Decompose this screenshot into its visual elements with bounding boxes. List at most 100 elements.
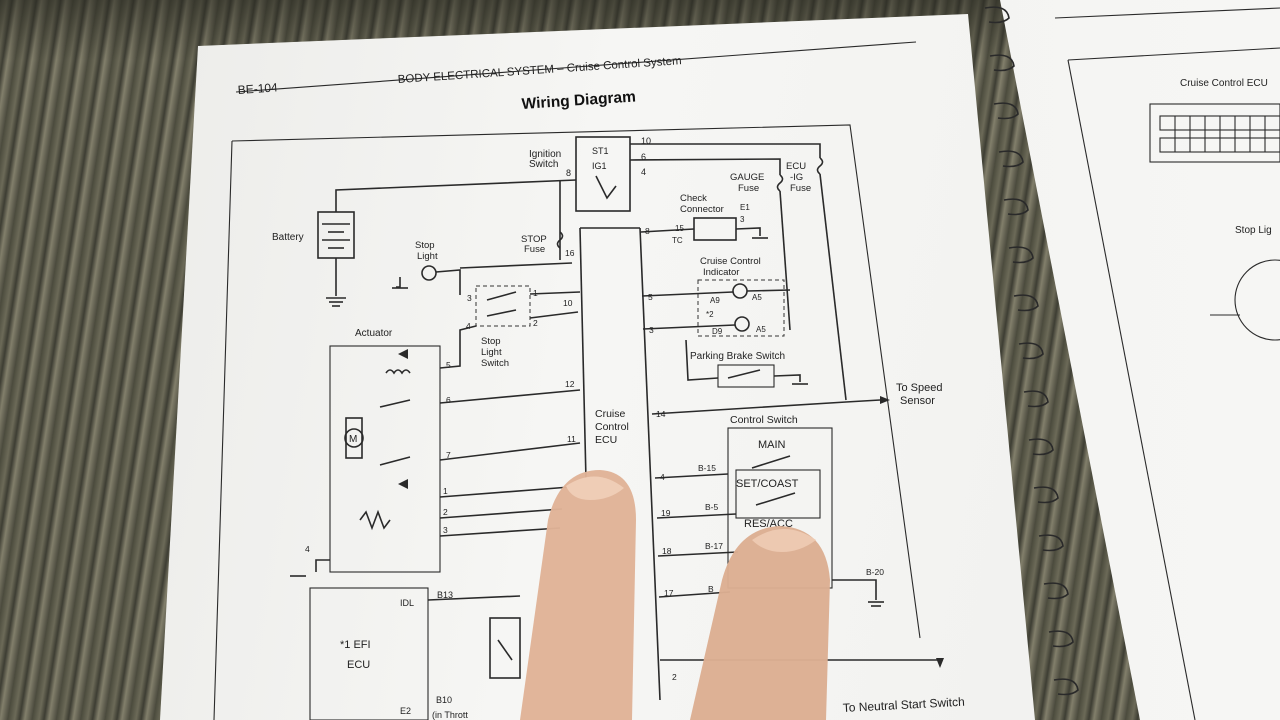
connector-pin-grid xyxy=(1159,115,1280,153)
svg-text:Light: Light xyxy=(417,251,438,262)
svg-text:5: 5 xyxy=(446,360,451,370)
indicator-bulb-a xyxy=(732,283,748,299)
svg-text:2: 2 xyxy=(672,672,677,682)
diagram-frame-left xyxy=(213,140,233,720)
ignition-pin-4: 4 xyxy=(641,167,646,177)
ecu-ig-fuse-symbol xyxy=(816,157,824,175)
throttle-label: (in Thrott xyxy=(432,710,468,720)
ecu-pin-10: 10 xyxy=(563,298,573,308)
svg-text:*2: *2 xyxy=(706,310,714,319)
neutral-start-arrow xyxy=(936,658,944,668)
svg-text:B-17: B-17 xyxy=(705,541,723,551)
ecu-left-rail xyxy=(579,227,587,481)
svg-text:E2: E2 xyxy=(400,706,411,716)
ignition-switch-box xyxy=(575,136,631,212)
diagram-title: Wiring Diagram xyxy=(521,88,636,113)
svg-text:17: 17 xyxy=(664,588,674,598)
svg-text:15: 15 xyxy=(675,224,684,233)
right-page-header: Cruise Control ECU xyxy=(1180,78,1268,89)
svg-text:5: 5 xyxy=(648,292,653,302)
svg-text:B: B xyxy=(708,584,714,594)
header-rule xyxy=(235,41,917,93)
stop-light-switch-box xyxy=(475,285,531,327)
svg-text:Fuse: Fuse xyxy=(738,183,759,194)
svg-text:6: 6 xyxy=(446,395,451,405)
svg-text:4: 4 xyxy=(660,472,665,482)
stop-fuse-label: STOP xyxy=(521,234,547,245)
svg-text:Indicator: Indicator xyxy=(703,267,739,278)
ecu-pin-12: 12 xyxy=(565,379,575,389)
check-connector-symbol xyxy=(693,217,737,241)
control-switch-label: Control Switch xyxy=(730,414,798,426)
ecu-pin-11: 11 xyxy=(567,434,576,444)
svg-text:3: 3 xyxy=(740,215,745,224)
main-button: MAIN xyxy=(758,439,786,451)
ecu-right-rail xyxy=(639,227,661,701)
gauge-fuse-symbol xyxy=(776,174,784,192)
svg-text:Sensor: Sensor xyxy=(900,395,935,407)
svg-text:3: 3 xyxy=(443,525,448,535)
svg-text:7: 7 xyxy=(446,450,451,460)
svg-text:2: 2 xyxy=(443,507,448,517)
svg-text:3: 3 xyxy=(467,293,472,303)
svg-text:B13: B13 xyxy=(437,590,453,600)
efi-ecu-label: *1 EFI xyxy=(340,639,371,651)
parking-brake-switch-label: Parking Brake Switch xyxy=(690,351,785,362)
cruise-ecu-label: Cruise xyxy=(595,408,626,420)
cruise-indicator-box xyxy=(697,279,785,337)
svg-text:Fuse: Fuse xyxy=(790,183,811,194)
parking-brake-switch-box xyxy=(717,364,775,388)
svg-text:B10: B10 xyxy=(436,695,452,705)
svg-text:Switch: Switch xyxy=(529,159,558,170)
battery-symbol xyxy=(317,211,355,259)
svg-text:A9: A9 xyxy=(710,296,720,305)
efi-ecu-box xyxy=(309,587,429,720)
ignition-key-symbol xyxy=(595,175,617,200)
ecu-connector-drawing xyxy=(1149,103,1280,163)
diagram-frame-top xyxy=(231,124,921,639)
neutral-start-label: To Neutral Start Switch xyxy=(842,695,965,715)
pointing-fingers xyxy=(520,470,830,720)
svg-text:A5: A5 xyxy=(752,293,762,302)
svg-text:TC: TC xyxy=(672,236,683,245)
stop-switch-connector-drawing xyxy=(1234,259,1280,341)
svg-text:IDL: IDL xyxy=(400,598,414,608)
actuator-diode-2 xyxy=(398,479,408,489)
speed-sensor-label: To Speed xyxy=(896,382,942,394)
svg-text:18: 18 xyxy=(662,546,672,556)
ignition-pin-8: 8 xyxy=(566,168,571,178)
svg-text:Switch: Switch xyxy=(481,358,509,369)
idle-switch-box xyxy=(489,617,521,679)
ignition-pin-10: 10 xyxy=(641,136,651,146)
svg-text:Ignition: Ignition xyxy=(529,149,561,160)
battery-label: Battery xyxy=(272,232,304,243)
svg-text:19: 19 xyxy=(661,508,671,518)
svg-text:D9: D9 xyxy=(712,327,723,336)
running-header: BODY ELECTRICAL SYSTEM – Cruise Control … xyxy=(397,55,682,86)
cruise-indicator-label: Cruise Control xyxy=(700,256,761,267)
svg-text:B-15: B-15 xyxy=(698,463,716,473)
ecu-ig-fuse-label: ECU xyxy=(786,161,806,172)
speed-sensor-arrow xyxy=(880,396,890,404)
svg-text:E1: E1 xyxy=(740,203,750,212)
actuator-box xyxy=(329,345,441,573)
svg-text:-IG: -IG xyxy=(790,172,803,183)
ignition-pin-6: 6 xyxy=(641,152,646,162)
svg-text:Light: Light xyxy=(481,347,502,358)
right-page-frame xyxy=(1067,47,1280,61)
ignition-switch-label: Ignition Switch xyxy=(529,149,561,170)
svg-text:4: 4 xyxy=(466,321,471,331)
ignition-terminal-st1: ST1 xyxy=(592,146,609,156)
stop-fuse-symbol xyxy=(556,231,564,249)
svg-text:B-5: B-5 xyxy=(705,502,719,512)
svg-text:Connector: Connector xyxy=(680,204,724,215)
svg-text:2: 2 xyxy=(533,318,538,328)
spiral-binding xyxy=(984,6,1079,696)
svg-text:M: M xyxy=(349,434,357,445)
actuator-label: Actuator xyxy=(355,328,393,339)
actuator-motor-box xyxy=(345,417,363,459)
set-coast-button: SET/COAST xyxy=(736,478,799,490)
motor-icon xyxy=(344,428,364,448)
stop-light-label: Stop xyxy=(415,240,435,251)
